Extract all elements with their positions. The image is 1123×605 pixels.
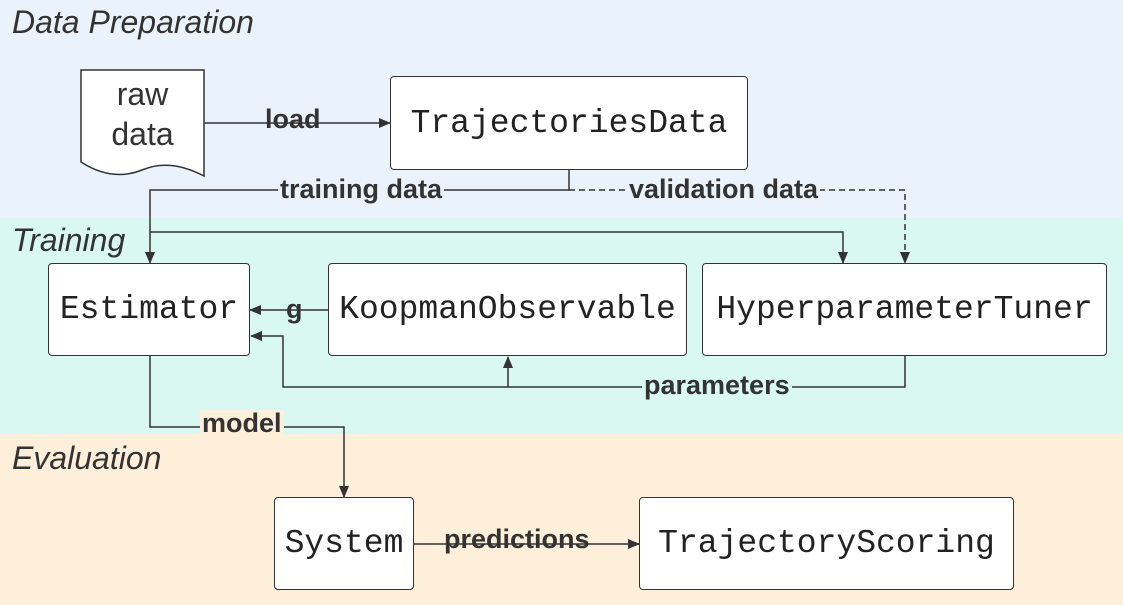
raw-data-line2: data bbox=[111, 116, 174, 152]
edge-label-predictions: predictions bbox=[444, 524, 590, 554]
raw-data-node: raw data bbox=[81, 74, 204, 154]
raw-data-line1: raw bbox=[116, 76, 169, 112]
estimator-node: Estimator bbox=[48, 263, 250, 356]
edge-label-model: model bbox=[200, 408, 284, 438]
training-title: Training bbox=[12, 222, 126, 258]
edge-label-validation-data: validation data bbox=[627, 174, 821, 204]
edge-label-g: g bbox=[286, 294, 303, 324]
evaluation-title: Evaluation bbox=[12, 440, 162, 476]
edge-label-load: load bbox=[265, 104, 321, 134]
edge-label-parameters: parameters bbox=[642, 370, 792, 400]
edge-parameters bbox=[250, 331, 906, 388]
edge-label-training-data: training data bbox=[278, 174, 445, 204]
edge-training-data-to-tuner bbox=[150, 231, 848, 264]
data-preparation-title: Data Preparation bbox=[12, 4, 254, 40]
system-node: System bbox=[274, 497, 414, 590]
koopman-observable-node: KoopmanObservable bbox=[328, 263, 687, 356]
trajectory-scoring-node: TrajectoryScoring bbox=[639, 497, 1014, 590]
trajectories-data-node: TrajectoriesData bbox=[390, 76, 748, 170]
raw-data-document-shape bbox=[80, 69, 205, 178]
hyperparameter-tuner-node: HyperparameterTuner bbox=[702, 263, 1107, 356]
